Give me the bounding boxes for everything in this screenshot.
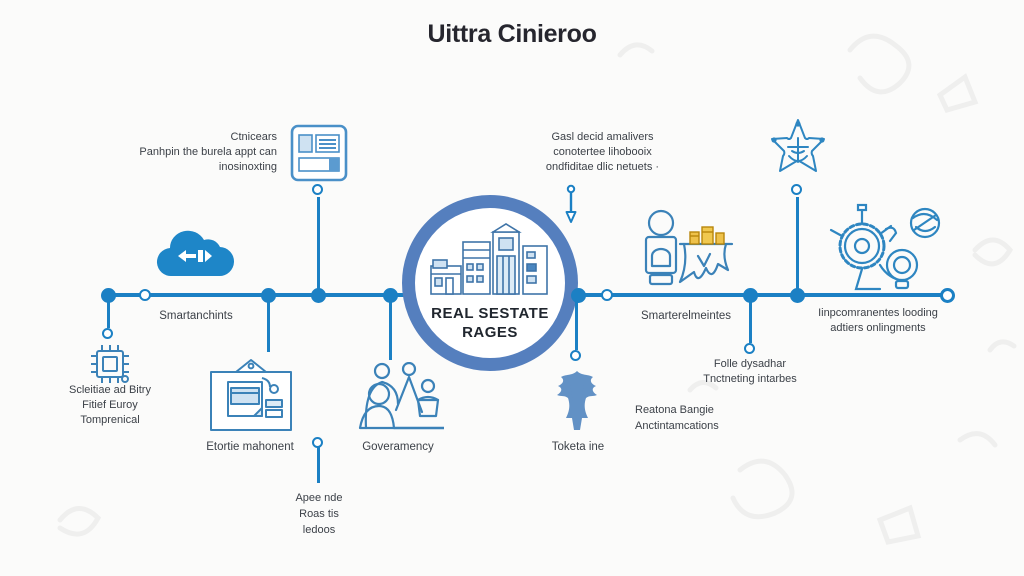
person-table-icon [644, 209, 734, 286]
person-table-label: Smarterelmeintes [640, 310, 732, 322]
timeline-node [743, 288, 758, 303]
house-document-icon [210, 359, 292, 431]
down-arrow-icon [565, 184, 577, 223]
timeline-node [790, 288, 805, 303]
people-label: Goveramency [362, 441, 434, 453]
timeline-open-node [139, 289, 151, 301]
note-line: Apee nde [295, 492, 343, 504]
note-line: Tomprenical [80, 414, 140, 426]
cloud-icon [156, 230, 235, 277]
note-line: Iinpcomranentes looding [818, 307, 938, 319]
timeline-open-node [601, 289, 613, 301]
note-line: Fitief Euroy [82, 399, 138, 411]
connector-form [317, 197, 320, 293]
cloud-label: Smartanchints [159, 310, 233, 322]
connector-chip [107, 297, 110, 328]
drop-note: Apee nde Roas tis ledoos [258, 490, 380, 538]
city-skyline-icon [430, 223, 548, 295]
gear-bulb-icon [829, 203, 941, 291]
connector-form-pin [312, 184, 323, 195]
connector-chip-pin [102, 328, 113, 339]
fall-note: Folle dysadhar Tnctneting intarbes [672, 357, 828, 387]
connector-people [389, 297, 392, 360]
connector-star-pin [791, 184, 802, 195]
gear-note: Iinpcomranentes looding adtiers onlingme… [797, 306, 959, 336]
timeline-node [571, 288, 586, 303]
planning-note: Reatona Bangie Anctintamcations [635, 402, 795, 434]
house-label: Etortie mahonent [206, 441, 294, 453]
note-line: Tnctneting intarbes [703, 373, 797, 385]
connector-star [796, 197, 799, 293]
trophy-label: Toketa ine [551, 441, 605, 453]
center-badge: REAL SESTATE RAGES [402, 195, 578, 371]
connector-fall [749, 297, 752, 343]
note-line: Gasl decid amalivers [551, 131, 654, 143]
badge-title-line1: REAL SESTATE [431, 305, 549, 322]
badge-title-line2: RAGES [462, 324, 518, 341]
detail-note: Gasl decid amalivers conotertee lihobooi… [515, 130, 690, 175]
form-window-icon [290, 124, 348, 182]
timeline-node [311, 288, 326, 303]
note-line: Roas tis [299, 508, 339, 520]
connector-trophy [575, 297, 578, 350]
note-line: conotertee lihobooix [553, 146, 652, 158]
chip-gear-icon [91, 345, 129, 383]
note-line: Ctnicears [230, 131, 277, 143]
note-line: Panhpin the burela appt can [139, 146, 277, 158]
note-line: ondfiditae dlic netuets · [545, 161, 660, 173]
timeline-end-node [940, 288, 955, 303]
note-line: inosinoxting [218, 161, 277, 173]
chip-note: Scleitiae ad Bitry Fitief Euroy Tompreni… [35, 383, 185, 428]
note-line: Anctintamcations [635, 420, 719, 432]
connector-house [267, 297, 270, 352]
timeline-node [383, 288, 398, 303]
star-badge-icon [771, 119, 825, 172]
note-line: ledoos [302, 524, 336, 536]
timeline-node [101, 288, 116, 303]
note-line: adtiers onlingments [830, 322, 926, 334]
note-line: Reatona Bangie [635, 404, 714, 416]
connector-trophy-pin [570, 350, 581, 361]
note-line: Folle dysadhar [713, 358, 787, 370]
connector-fall-pin [744, 343, 755, 354]
people-group-icon [358, 362, 444, 430]
page-title: Uittra Cinieroo [427, 20, 597, 48]
note-line: Scleitiae ad Bitry [69, 384, 151, 396]
form-note: Ctnicears Panhpin the burela appt can in… [122, 130, 277, 175]
trophy-icon [557, 371, 597, 430]
connector-drop [317, 447, 320, 483]
timeline-node [261, 288, 276, 303]
